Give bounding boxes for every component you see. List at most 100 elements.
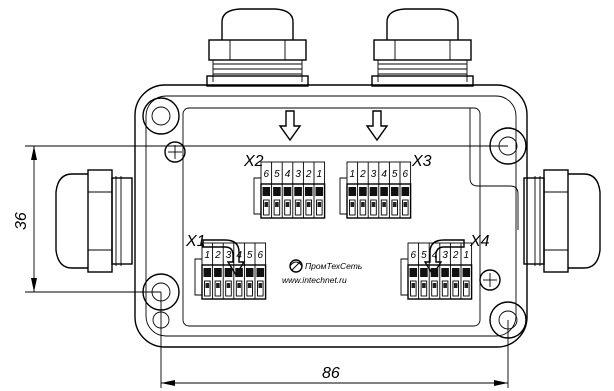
terminal-pin-label: 2 <box>359 169 366 180</box>
terminal-bracket <box>339 177 347 215</box>
terminal-lever <box>262 187 271 196</box>
terminal-slot-mark <box>226 283 231 288</box>
terminal-pin-label: 4 <box>285 169 291 180</box>
terminal-pin-label: 5 <box>247 250 253 261</box>
terminal-pin-label: 1 <box>464 250 470 261</box>
entry-arrow-left-icon <box>278 110 302 142</box>
terminal-wire-slot <box>257 280 264 297</box>
terminal-pin-label: 1 <box>317 169 323 180</box>
terminal-pin-label: 6 <box>258 250 264 261</box>
terminal-pin-label: 3 <box>295 169 301 180</box>
connector-label-x1: X1 <box>185 233 206 250</box>
cable-gland-top-left <box>206 8 309 87</box>
terminal-slot-mark <box>403 202 408 207</box>
connector-label-x2: X2 <box>243 153 264 170</box>
terminal-wire-slot <box>214 280 222 297</box>
terminal-lever <box>359 187 367 196</box>
terminal-pin-label: 2 <box>305 169 312 180</box>
terminal-slot-mark <box>464 283 469 288</box>
cable-gland-top-right <box>371 8 474 87</box>
terminal-wire-slot <box>463 280 470 297</box>
terminal-lever <box>369 187 378 196</box>
terminal-wire-slot <box>410 280 417 297</box>
terminal-wire-slot <box>359 199 367 216</box>
terminal-lever <box>273 187 281 196</box>
terminal-lever <box>283 187 292 196</box>
cable-gland-left <box>55 169 133 273</box>
terminal-lever <box>420 268 428 277</box>
terminal-lever <box>430 268 439 277</box>
terminal-lever <box>315 187 324 196</box>
terminal-slot-mark <box>371 202 376 207</box>
terminal-pin-label: 4 <box>236 250 242 261</box>
terminal-lever <box>441 268 449 277</box>
terminal-slot-mark <box>317 202 322 207</box>
terminal-lever <box>294 187 302 196</box>
terminal-wire-slot <box>316 199 323 216</box>
terminal-lever <box>348 187 357 196</box>
dimension-width-value: 86 <box>322 365 340 382</box>
terminal-lever <box>451 268 460 277</box>
ground-screw-right-icon <box>479 269 501 291</box>
terminal-wire-slot <box>246 280 253 297</box>
terminal-pin-label: 5 <box>392 169 398 180</box>
terminal-slot-mark <box>205 283 210 288</box>
connector-label-x4: X4 <box>469 233 490 250</box>
terminal-wire-slot <box>370 199 377 216</box>
terminal-wire-slot <box>402 199 409 216</box>
terminal-lever <box>214 268 222 277</box>
terminal-slot-mark <box>258 283 263 288</box>
terminal-wire-slot <box>305 199 312 216</box>
terminal-wire-slot <box>284 199 291 216</box>
terminal-wire-slot <box>380 199 388 216</box>
terminal-pin-label: 2 <box>452 250 459 261</box>
terminal-slot-mark <box>361 202 365 207</box>
terminal-lever <box>203 268 212 277</box>
terminal-slot-mark <box>285 202 290 207</box>
terminal-lever <box>409 268 418 277</box>
terminal-pin-label: 4 <box>432 250 438 261</box>
cable-gland-right <box>523 169 601 273</box>
terminal-slot-mark <box>247 283 252 288</box>
terminal-slot-mark <box>422 283 426 288</box>
terminal-slot-mark <box>264 202 269 207</box>
terminal-lever <box>245 268 254 277</box>
terminal-slot-mark <box>382 202 386 207</box>
terminal-bracket <box>400 258 408 296</box>
terminal-slot-mark <box>296 202 300 207</box>
terminal-pin-label: 3 <box>371 169 377 180</box>
terminal-lever <box>304 187 313 196</box>
terminal-slot-mark <box>306 202 311 207</box>
terminal-lever <box>235 268 243 277</box>
terminal-pin-label: 6 <box>403 169 409 180</box>
terminal-wire-slot <box>263 199 270 216</box>
dimension-width <box>160 292 509 388</box>
enclosure-body <box>134 84 528 348</box>
terminal-bracket <box>194 258 202 296</box>
terminal-slot-mark <box>392 202 397 207</box>
terminal-slot-mark <box>350 202 355 207</box>
terminal-bracket <box>253 177 261 215</box>
terminal-slot-mark <box>216 283 220 288</box>
terminal-wire-slot <box>391 199 398 216</box>
terminal-pin-label: 5 <box>274 169 280 180</box>
terminal-slot-mark <box>411 283 416 288</box>
terminal-pin-label: 3 <box>442 250 448 261</box>
terminal-lever <box>224 268 233 277</box>
terminal-slot-mark <box>443 283 447 288</box>
terminal-lever <box>390 187 399 196</box>
terminal-wire-slot <box>420 280 428 297</box>
dimension-height <box>25 145 508 293</box>
terminal-slot-mark <box>453 283 458 288</box>
mounting-hole-top-left <box>142 97 180 135</box>
terminal-pin-label: 6 <box>264 169 270 180</box>
terminal-lever <box>462 268 471 277</box>
terminal-slot-mark <box>432 283 437 288</box>
terminal-wire-slot <box>294 199 302 216</box>
terminal-pin-label: 3 <box>226 250 232 261</box>
